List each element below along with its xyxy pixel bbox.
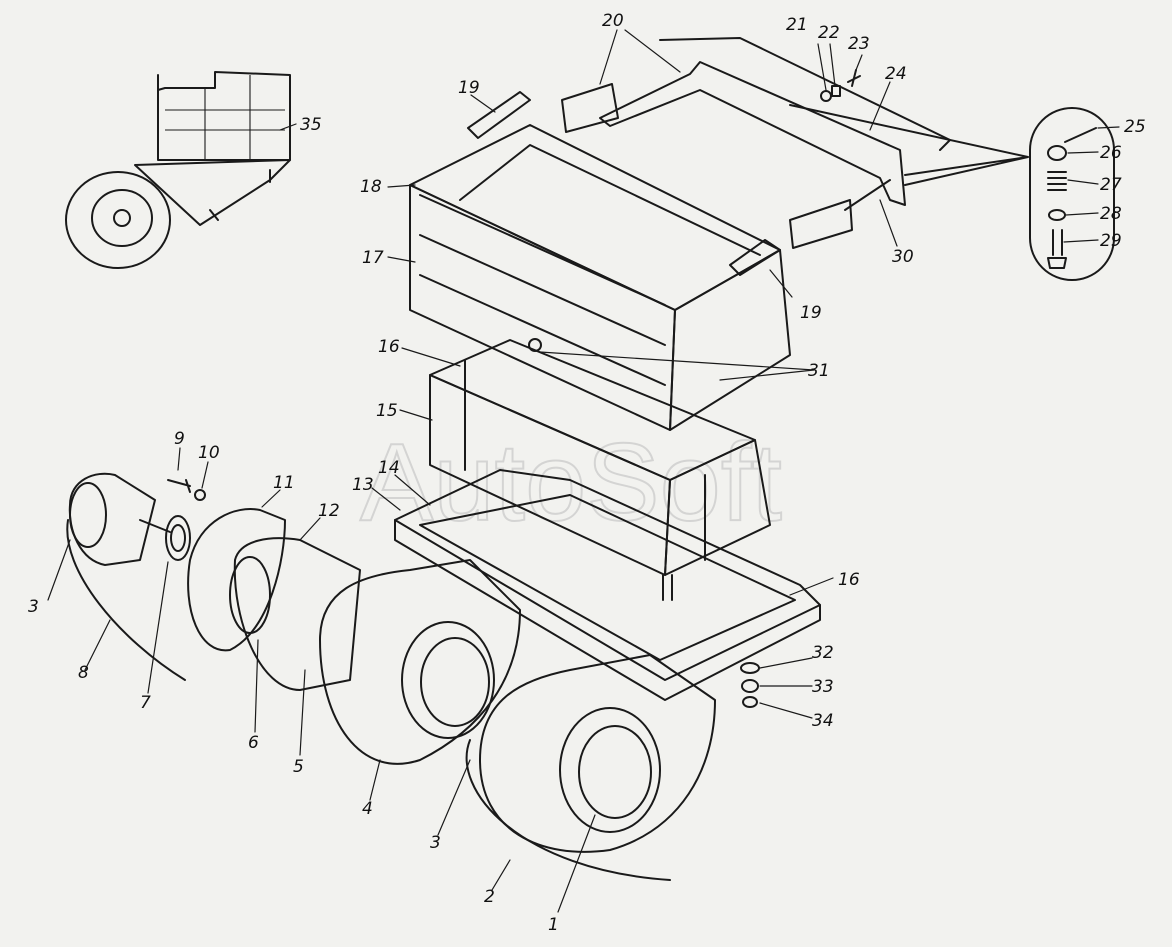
callout-28: 28 <box>1100 204 1122 224</box>
callout-34: 34 <box>812 711 834 731</box>
callout-16a: 16 <box>378 337 400 357</box>
callout-29: 29 <box>1100 231 1122 251</box>
drain-fasteners <box>740 662 760 708</box>
callout-35: 35 <box>300 115 322 135</box>
callout-2: 2 <box>484 887 495 907</box>
callout-9: 9 <box>174 429 185 449</box>
mounting-bracket <box>561 37 951 249</box>
heater-assembly-overview <box>65 71 291 269</box>
callout-12: 12 <box>318 501 340 521</box>
fastener-detail <box>789 104 1115 281</box>
callout-7: 7 <box>140 693 151 713</box>
callout-17: 17 <box>362 248 384 268</box>
callout-27: 27 <box>1100 175 1122 195</box>
fan-housing-right <box>479 654 716 853</box>
callout-1: 1 <box>548 915 559 935</box>
callout-30: 30 <box>892 247 914 267</box>
bracket-fasteners <box>820 69 861 102</box>
callout-4: 4 <box>362 799 373 819</box>
callout-10: 10 <box>198 443 220 463</box>
heater-casing <box>409 91 791 431</box>
impeller-and-flange <box>187 508 361 691</box>
callout-14: 14 <box>378 458 400 478</box>
callout-31: 31 <box>808 361 830 381</box>
watermark: AutoSoft <box>360 421 782 544</box>
callout-13: 13 <box>352 475 374 495</box>
fan-motor <box>66 472 671 881</box>
leader-lines <box>47 29 1120 913</box>
callout-22: 22 <box>818 23 840 43</box>
callout-26: 26 <box>1100 143 1122 163</box>
callout-16b: 16 <box>838 570 860 590</box>
callout-19a: 19 <box>458 78 480 98</box>
callout-21: 21 <box>786 15 808 35</box>
fan-housing-left <box>319 559 521 765</box>
callout-labels: 1 2 3 3 4 5 6 7 8 9 10 11 12 13 14 15 16… <box>28 11 1146 935</box>
callout-32: 32 <box>812 643 834 663</box>
callout-11: 11 <box>273 473 295 493</box>
bottom-tray <box>394 469 821 701</box>
callout-20: 20 <box>602 11 624 31</box>
callout-6: 6 <box>248 733 259 753</box>
callout-23: 23 <box>848 34 870 54</box>
callout-8: 8 <box>78 663 89 683</box>
callout-5: 5 <box>293 757 304 777</box>
callout-25: 25 <box>1124 117 1146 137</box>
callout-15: 15 <box>376 401 398 421</box>
callout-24: 24 <box>885 64 907 84</box>
callout-3b: 3 <box>28 597 39 617</box>
callout-18: 18 <box>360 177 382 197</box>
callout-33: 33 <box>812 677 834 697</box>
callout-19b: 19 <box>800 303 822 323</box>
callout-3a: 3 <box>430 833 441 853</box>
radiator-core <box>429 338 771 601</box>
